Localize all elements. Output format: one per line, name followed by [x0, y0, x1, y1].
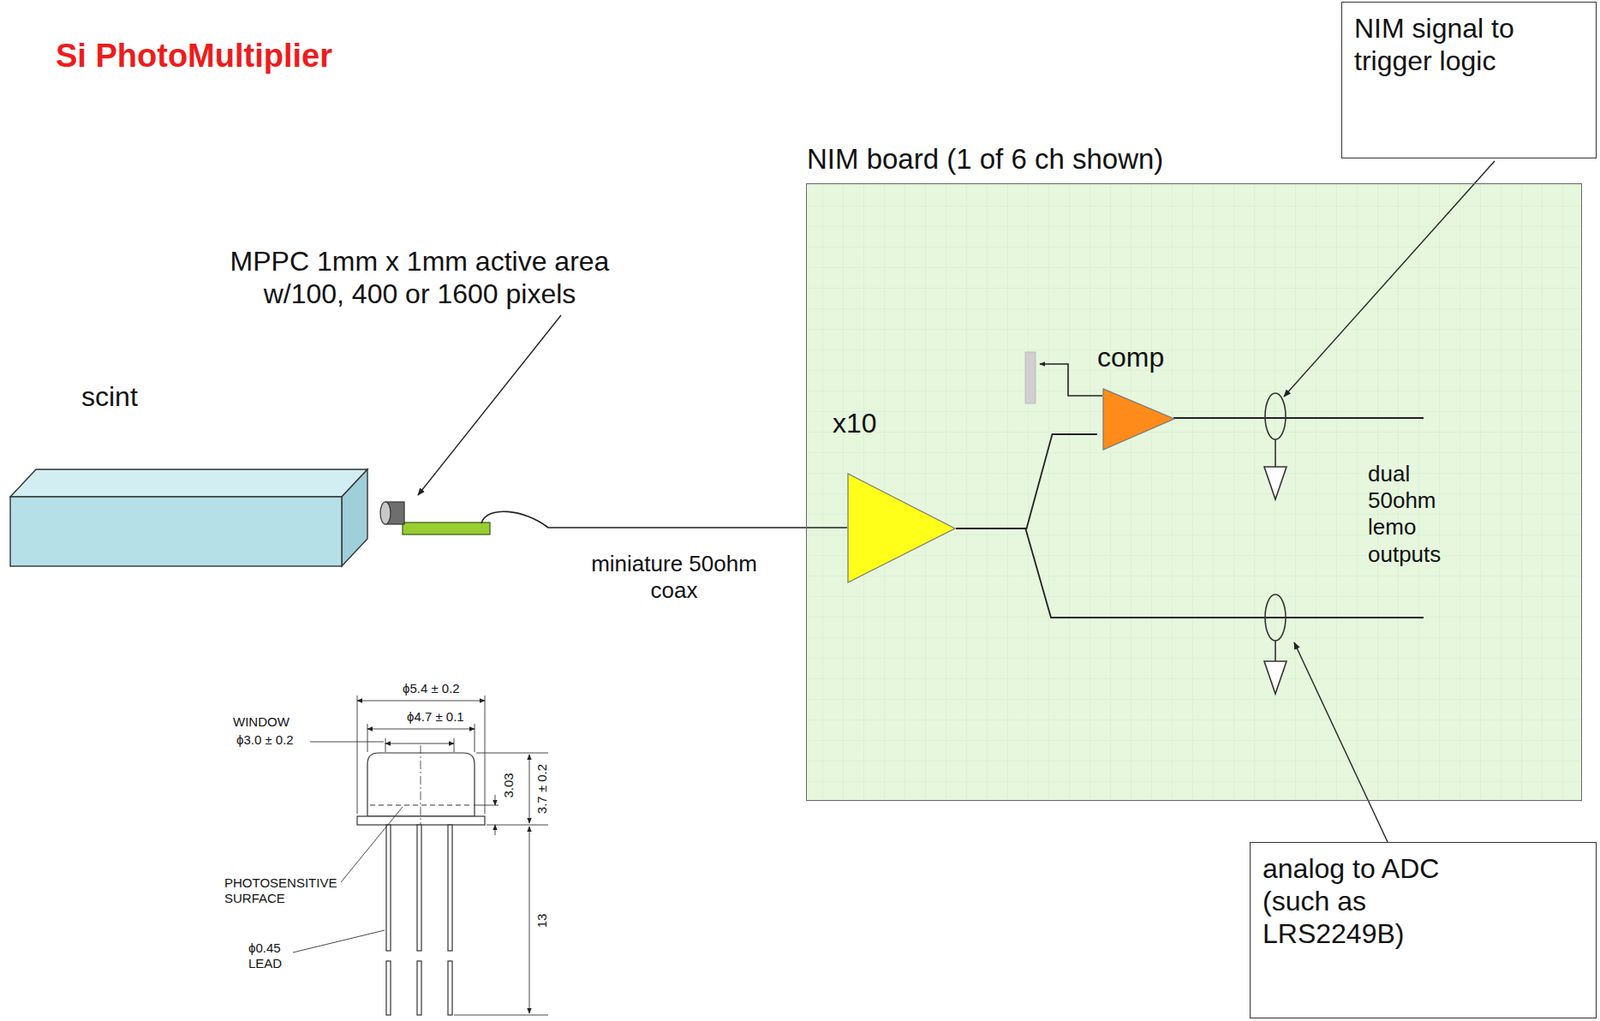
annotation-label: dual 50ohm lemo outputs — [1367, 460, 1464, 568]
amplifier-triangle: x10 — [827, 407, 956, 585]
lemo-connector — [1265, 594, 1286, 641]
label-wrap: ϕ5.4 ± 0.2 — [402, 680, 460, 697]
comparator-triangle: comp — [1097, 341, 1177, 454]
mppc-sensor — [380, 501, 391, 525]
node-label: comp — [1097, 341, 1165, 375]
lemo-connector — [1265, 393, 1286, 641]
signal-wire — [1173, 417, 1424, 419]
callout-box: analog to ADC (such as LRS2249B) — [1249, 841, 1597, 1019]
ground-symbol — [1264, 661, 1287, 694]
label-wrap: ϕ3.0 ± 0.2 — [236, 732, 294, 748]
label-wrap: PHOTOSENSITIVE SURFACE — [224, 875, 345, 907]
dimension-line — [385, 738, 454, 753]
nim-board: x10compNIM board (1 of 6 ch shown) — [805, 183, 1583, 801]
threshold — [1039, 364, 1103, 396]
coax-cable — [481, 511, 848, 528]
title-wrap: Si PhotoMultiplier — [55, 37, 333, 75]
dimension-label: 13 — [534, 913, 550, 929]
package-drawing — [447, 961, 453, 1015]
board-fill — [805, 183, 1583, 801]
package-drawing — [386, 824, 391, 951]
dimension-label: ϕ0.45 LEAD — [248, 940, 302, 972]
dimension-label: 3.03 — [501, 772, 517, 798]
mppc-sensor — [380, 501, 490, 535]
ground-symbol — [1274, 439, 1277, 467]
comparator-symbol — [1103, 388, 1175, 450]
node-label: scint — [81, 381, 138, 414]
ground-symbol — [1264, 466, 1287, 500]
callout-box: NIM signal to trigger logic — [1341, 1, 1597, 159]
node-label: NIM board (1 of 6 ch shown) — [806, 143, 1582, 177]
package-drawing — [420, 745, 422, 824]
leader-line — [417, 315, 562, 496]
signal-wire — [1025, 527, 1424, 618]
signal-wire — [1025, 417, 1424, 618]
coax-cable — [481, 511, 848, 528]
dimension-label: ϕ3.0 ± 0.2 — [236, 732, 294, 748]
package-drawing — [357, 816, 485, 825]
package-drawing — [386, 961, 391, 1015]
dimension-line — [292, 930, 385, 953]
callout-text: NIM signal to trigger logic — [1354, 12, 1522, 78]
dimension-line — [529, 826, 531, 1014]
label-wrap: 3.03 — [501, 772, 517, 798]
label-wrap: MPPC 1mm x 1mm active area w/100, 400 or… — [214, 244, 626, 311]
leader-line — [1294, 642, 1388, 842]
scintillator-front — [10, 496, 342, 567]
dimension-line — [357, 700, 485, 702]
threshold — [1025, 352, 1036, 404]
dimension-line — [357, 695, 485, 814]
callout-text: analog to ADC (such as LRS2249B) — [1262, 853, 1477, 950]
label-wrap: dual 50ohm lemo outputs — [1367, 460, 1464, 568]
dimension-line — [367, 723, 475, 753]
board-fill — [805, 183, 1583, 801]
package-drawing — [417, 824, 422, 951]
node-label: x10 — [832, 407, 878, 441]
amplifier-symbol — [847, 473, 956, 583]
title: Si PhotoMultiplier — [55, 37, 333, 75]
dimension-label: ϕ4.7 ± 0.1 — [406, 709, 465, 725]
label-wrap: 13 — [534, 913, 550, 929]
package-drawing — [370, 804, 472, 806]
ground-symbol — [1264, 439, 1287, 694]
label-wrap: ϕ4.7 ± 0.1 — [406, 709, 465, 725]
dimension-label: WINDOW — [232, 714, 290, 730]
scintillator-bar: scint — [10, 368, 371, 574]
dimension-label: 3.7 ± 0.2 — [534, 764, 550, 814]
dimension-line — [292, 695, 549, 1015]
dimension-line — [385, 743, 454, 745]
scintillator-end — [341, 469, 368, 567]
dimension-line — [453, 752, 549, 1015]
ground-symbol — [1274, 640, 1277, 662]
package-drawing — [417, 961, 422, 1015]
dimension-line — [495, 794, 496, 806]
leader-line — [1283, 161, 1495, 397]
dimension-line — [495, 824, 496, 836]
annotation-label: miniature 50ohm coax — [571, 550, 777, 604]
annotation-label: MPPC 1mm x 1mm active area w/100, 400 or… — [214, 244, 626, 311]
mppc-sensor — [402, 522, 490, 535]
package-drawing — [357, 745, 485, 1015]
threshold — [1025, 352, 1103, 404]
label-wrap: ϕ0.45 LEAD — [248, 940, 302, 972]
dimension-line — [529, 754, 531, 824]
dimension-line — [340, 806, 403, 883]
dimension-label: ϕ5.4 ± 0.2 — [402, 680, 460, 697]
package-drawing — [447, 824, 453, 951]
label-wrap: WINDOW — [232, 714, 290, 730]
signal-connector — [955, 434, 1098, 529]
dimension-line — [310, 741, 384, 743]
lemo-connector — [1265, 393, 1286, 440]
scintillator-top — [10, 469, 368, 497]
scintillator-shape — [10, 368, 371, 574]
dimension-label: PHOTOSENSITIVE SURFACE — [224, 875, 345, 907]
label-wrap: miniature 50ohm coax — [571, 550, 777, 604]
label-wrap: 3.7 ± 0.2 — [534, 764, 550, 814]
dimension-line — [367, 728, 475, 730]
package-drawing — [367, 752, 475, 817]
